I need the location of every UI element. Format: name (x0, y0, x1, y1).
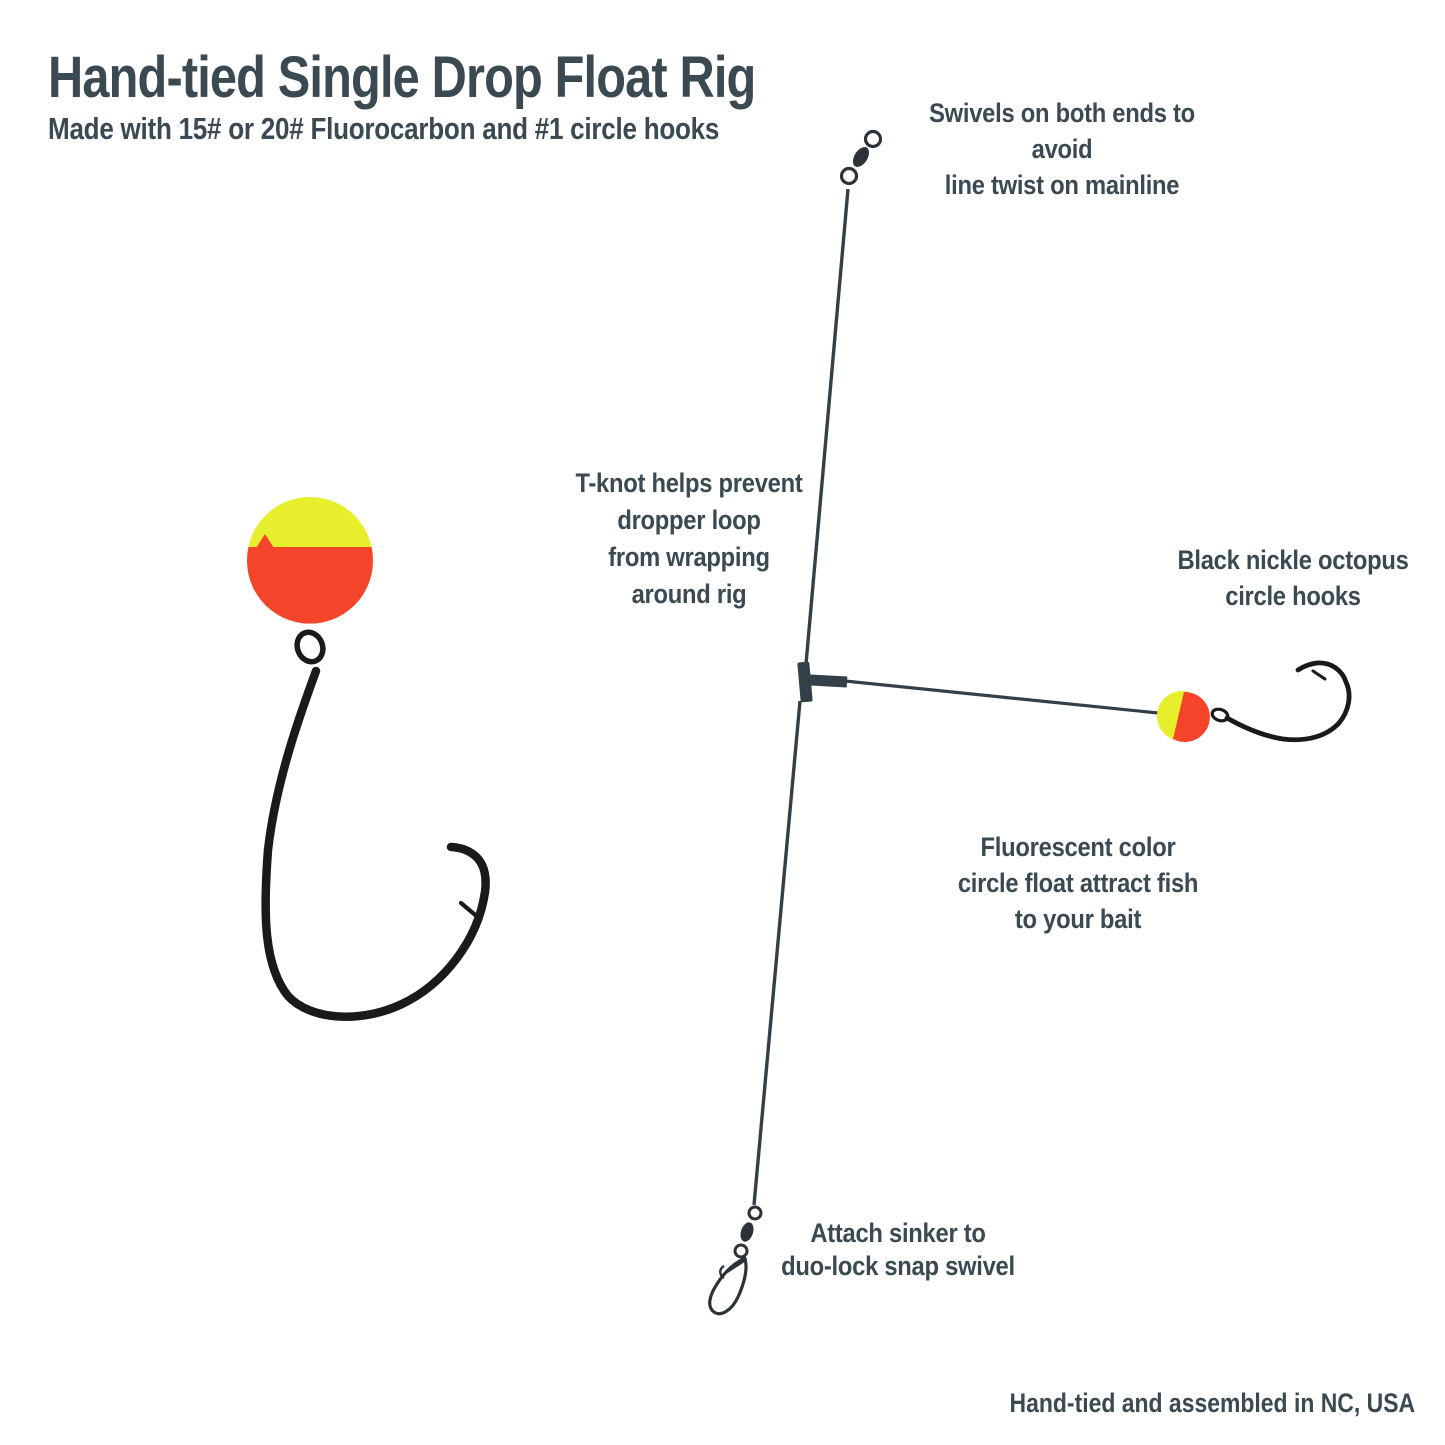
swivel-barrel (852, 147, 870, 167)
hook-small-shank (1224, 660, 1352, 743)
circle-hook-small-icon (1210, 660, 1352, 743)
hook-large-barb (458, 900, 483, 922)
hook-small-barb (1311, 669, 1327, 681)
bottom-swivel-bottom-eye (733, 1243, 749, 1259)
annotation-sinker: Attach sinker to duo-lock snap swivel (781, 1218, 1015, 1281)
annotation-t-knot: T-knot helps prevent dropper loop from w… (575, 468, 803, 609)
mainline-lower (752, 700, 802, 1206)
duo-lock-snap-clasp (719, 1259, 745, 1280)
hook-large-eye (294, 629, 326, 665)
t-knot-tag (809, 674, 848, 688)
hook-large-shank (261, 666, 490, 1021)
duo-lock-snap-swivel-icon (708, 1205, 763, 1316)
t-knot (797, 661, 813, 703)
float-large-red-half (247, 547, 373, 624)
page-title: Hand-tied Single Drop Float Rig (48, 45, 756, 110)
annotation-circle-hooks: Black nickle octopus circle hooks (1177, 545, 1409, 611)
float-small (1157, 691, 1210, 742)
mainline-upper (804, 188, 850, 665)
duo-lock-snap-loop (708, 1256, 748, 1316)
swivel-bottom-eye (839, 166, 859, 186)
page-subtitle: Made with 15# or 20# Fluorocarbon and #1… (48, 111, 720, 146)
float-small-red-half (1173, 691, 1210, 742)
circle-hook-large-icon (261, 629, 490, 1021)
swivel-top-eye (863, 129, 883, 149)
dropper-line (844, 679, 1159, 715)
annotation-swivels: Swivels on both ends to avoid line twist… (929, 98, 1195, 200)
footer-note: Hand-tied and assembled in NC, USA (1009, 1388, 1415, 1418)
bottom-swivel-top-eye (747, 1205, 763, 1221)
barrel-swivel-icon (839, 129, 883, 186)
float-large (247, 497, 373, 624)
bottom-swivel-barrel (740, 1222, 754, 1242)
float-large-paint-notch (256, 534, 274, 548)
annotation-float: Fluorescent color circle float attract f… (957, 832, 1199, 934)
